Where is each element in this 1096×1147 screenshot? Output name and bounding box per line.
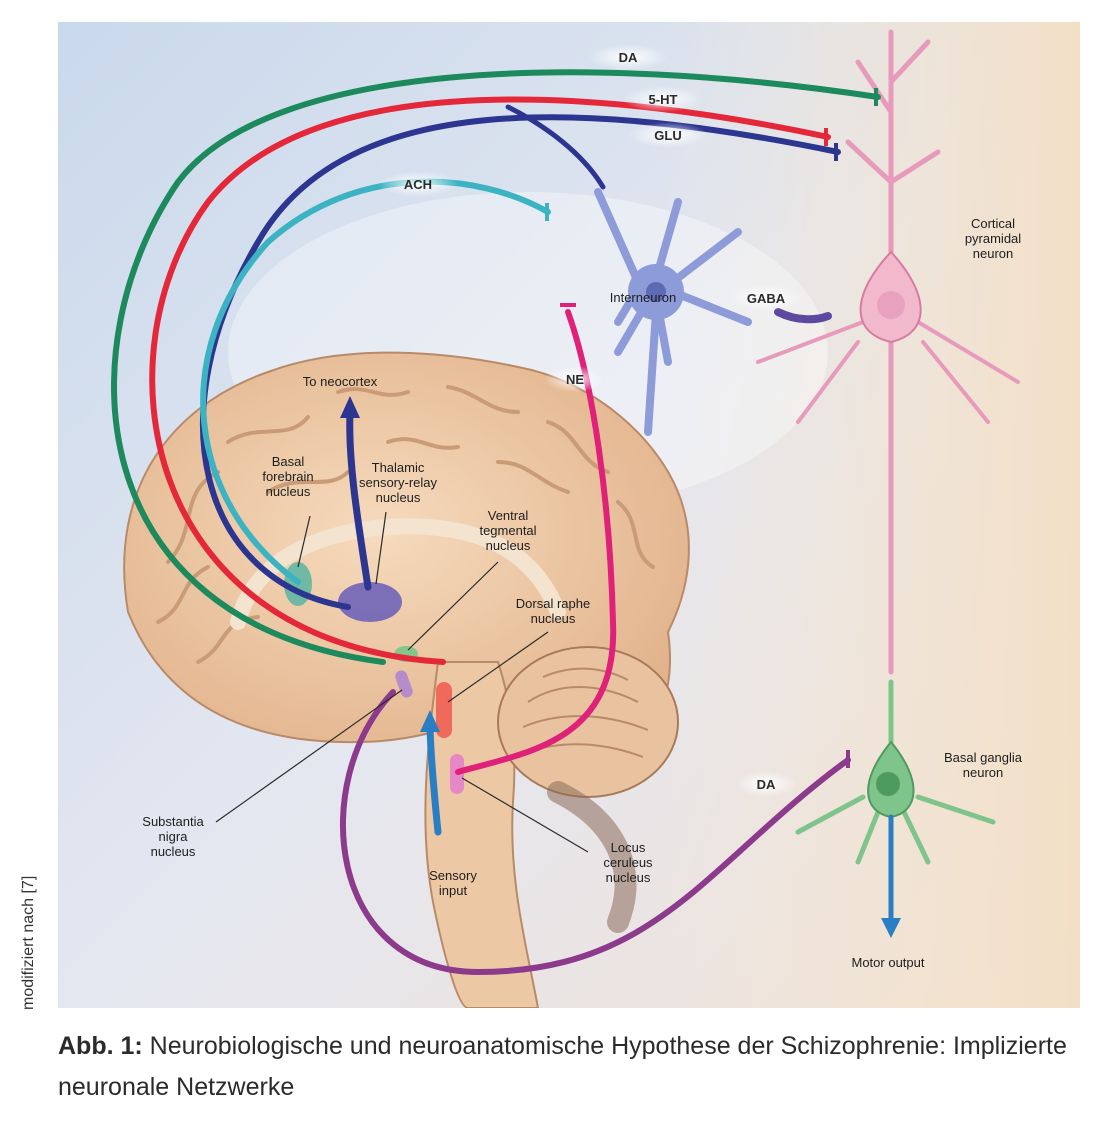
leader-lines [215,511,589,853]
basal-ganglia-neuron [795,679,996,865]
label-basal-forebrain: Basal forebrain nucleus [262,454,314,499]
corpus-callosum [230,518,566,630]
caption-label: Abb. 1: [58,1032,143,1060]
label-dorsal-raphe: Dorsal raphe nucleus [515,596,591,626]
brain-cerebrum [123,351,690,755]
glu-branch [505,104,606,190]
label-ach: ACH [404,177,432,192]
label-thalamic: Thalamic sensory-relay nucleus [358,460,438,505]
background-right-warm [658,22,1080,1008]
neural-network-figure: DA 5-HT GLU ACH NE GABA DA To neocortex … [58,22,1080,1008]
label-gaba: GABA [747,291,786,306]
ht5-pathway [149,96,831,665]
label-glu: GLU [654,128,681,143]
brain-gyri [156,385,655,664]
cortical-pyramidal-neuron [756,29,1020,675]
spinal-cord-lower [547,781,637,933]
interneuron [594,188,752,436]
cerebellum [497,646,679,798]
da-top-pathway [111,69,881,665]
figure-illustration: DA 5-HT GLU ACH NE GABA DA [58,22,1080,1008]
neocortex-arrowhead [340,396,360,418]
glu-pathway [200,114,841,610]
caption-text: Neurobiologische und neuroanatomische Hy… [58,1032,1067,1101]
label-da-bottom: DA [757,777,776,792]
ach-pathway [200,178,551,585]
label-motor-output: Motor output [851,955,925,970]
gaba-synapse [774,308,832,324]
label-interneuron: Interneuron [609,290,677,305]
side-credit: modifiziert nach [7] [20,875,37,1010]
brain [123,351,690,1008]
da-bottom-pathway [340,689,851,976]
motor-output-arrowhead [881,918,901,938]
sensory-arrowhead [420,710,440,732]
label-basal-ganglia: Basal ganglia neuron [943,750,1023,780]
label-ventral-tegmental: Ventral tegmental nucleus [479,508,537,553]
label-to-neocortex: To neocortex [302,374,378,389]
label-ne: NE [566,372,584,387]
dorsal-raphe-nucleus [436,682,452,738]
substantia-nigra-nucleus [395,670,413,698]
figure-caption: Abb. 1: Neurobiologische und neuroanatom… [58,1026,1078,1108]
thalamic-nucleus [338,582,402,622]
label-5ht: 5-HT [649,92,678,107]
label-da-top: DA [619,50,638,65]
label-locus-ceruleus: Locus ceruleus nucleus [603,840,653,885]
to-neocortex-arrow [346,408,372,591]
label-substantia-nigra: Substantia nigra nucleus [142,814,204,859]
label-sensory-input: Sensory input [429,868,477,898]
label-cortical-pyramidal: Cortical pyramidal neuron [964,216,1022,261]
